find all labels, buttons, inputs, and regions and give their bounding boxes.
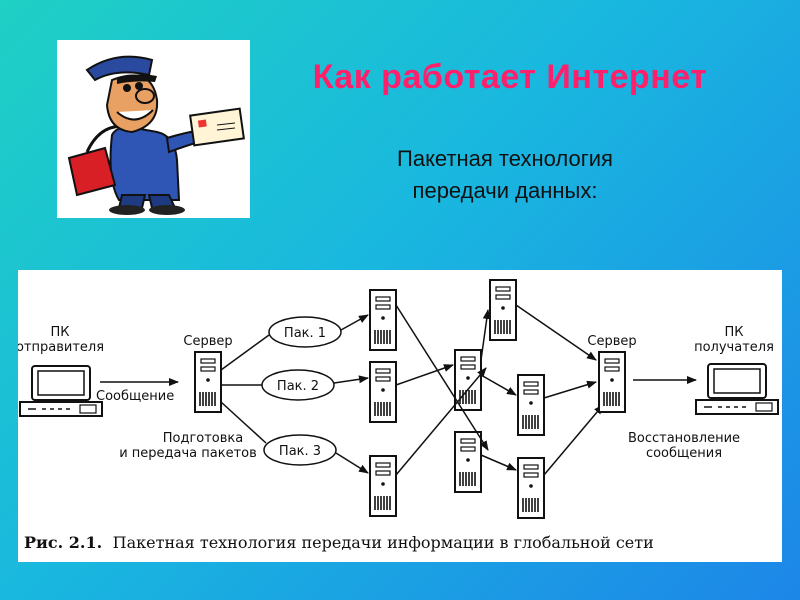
server-icon — [369, 361, 397, 423]
sender-pc-label-1: ПК — [50, 325, 69, 340]
postman-clipart — [57, 40, 250, 218]
receiver-pc-label-1: ПК — [724, 325, 743, 340]
message-label: Сообщение — [96, 389, 174, 404]
server-icon — [489, 279, 517, 341]
server-icon — [454, 431, 482, 493]
server-icon — [517, 374, 545, 436]
prep-label-2: и передача пакетов — [119, 446, 257, 461]
server-icon — [369, 289, 397, 351]
receiver-pc-icon — [695, 363, 779, 415]
server-right-label: Сервер — [587, 334, 636, 349]
figure-caption: Рис. 2.1. Пакетная технология передачи и… — [24, 533, 654, 552]
packet-3-label: Пак. 3 — [279, 444, 321, 459]
restore-label-2: сообщения — [646, 446, 722, 461]
server-left-label: Сервер — [183, 334, 232, 349]
restore-label-1: Восстановление — [628, 431, 740, 446]
server-left-icon — [194, 351, 222, 413]
packet-1-ellipse — [268, 316, 342, 348]
receiver-pc-label-2: получателя — [694, 340, 774, 355]
subtitle-line-1: Пакетная технология — [397, 146, 613, 171]
packet-3-ellipse — [263, 434, 337, 466]
packet-2-label: Пак. 2 — [277, 379, 319, 394]
page-title: Как работает Интернет — [312, 58, 708, 96]
prep-label-1: Подготовка — [163, 431, 244, 446]
caption-number: Рис. 2.1. — [24, 533, 102, 552]
packet-network-diagram: ПК отправителя Сообщение Сервер Подготов… — [18, 270, 782, 562]
subtitle: Пакетная технология передачи данных: — [340, 143, 670, 207]
packet-1-label: Пак. 1 — [284, 326, 326, 341]
subtitle-line-2: передачи данных: — [412, 178, 598, 203]
server-icon — [369, 455, 397, 517]
sender-pc-icon — [19, 365, 103, 417]
caption-text: Пакетная технология передачи информации … — [113, 533, 654, 552]
sender-pc-label-2: отправителя — [18, 340, 104, 355]
server-right-icon — [598, 351, 626, 413]
server-icon — [517, 457, 545, 519]
